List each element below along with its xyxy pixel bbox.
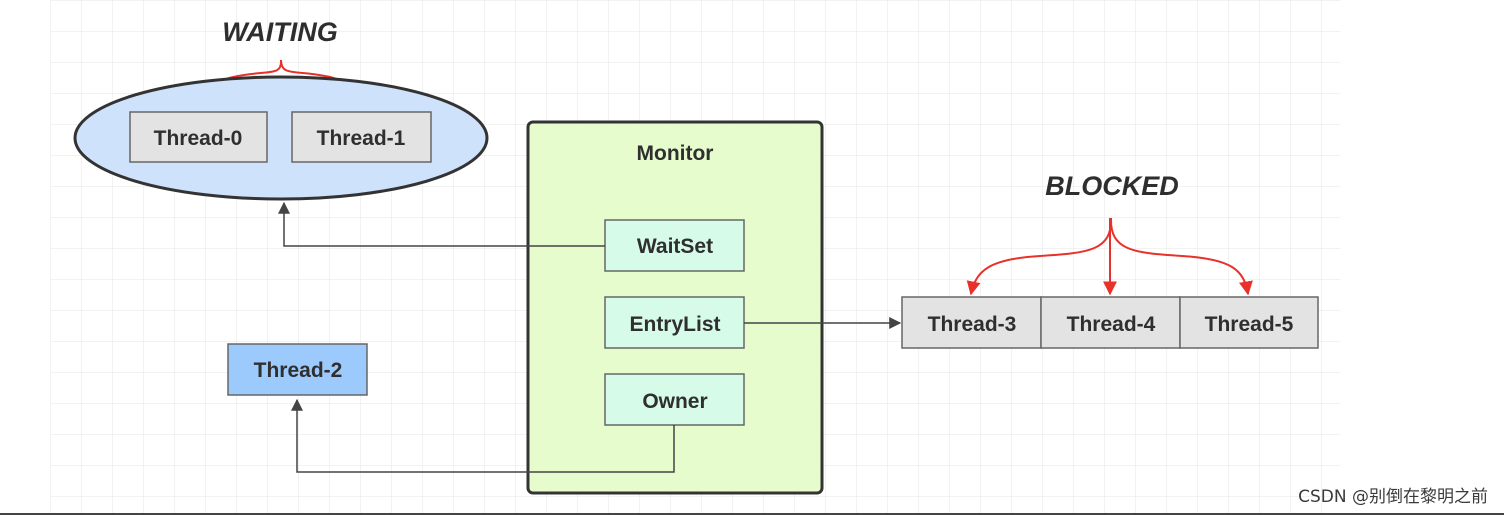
owner-slot: Owner [604, 373, 745, 426]
thread-2-label: Thread-2 [254, 359, 343, 382]
thread-1-box: Thread-1 [291, 111, 432, 163]
thread-5-box: Thread-5 [1179, 296, 1319, 349]
thread-1-label: Thread-1 [317, 127, 406, 150]
owner-to-thread-2-arrow [291, 398, 675, 473]
wait-set-slot: WaitSet [604, 219, 745, 272]
thread-3-box: Thread-3 [901, 296, 1042, 349]
blocked-label: BLOCKED [1045, 171, 1179, 201]
waiting-label: WAITING [222, 17, 338, 47]
entry-list-slot: EntryList [604, 296, 745, 349]
thread-3-label: Thread-3 [928, 313, 1017, 336]
bottom-divider [0, 513, 1504, 515]
blocked-arrows [966, 217, 1253, 296]
wait-set-ellipse [73, 75, 489, 201]
monitor-label: Monitor [637, 142, 714, 165]
thread-4-box: Thread-4 [1040, 296, 1181, 349]
owner-label: Owner [642, 390, 707, 413]
wait-set-label: WaitSet [637, 235, 713, 258]
thread-4-label: Thread-4 [1067, 313, 1156, 336]
thread-0-label: Thread-0 [154, 127, 243, 150]
thread-0-box: Thread-0 [129, 111, 268, 163]
waitset-to-waiting-arrow [278, 201, 605, 247]
thread-2-box: Thread-2 [227, 343, 368, 396]
entry-list-label: EntryList [629, 313, 720, 336]
watermark-text: CSDN @别倒在黎明之前 [1298, 487, 1488, 507]
thread-5-label: Thread-5 [1205, 313, 1294, 336]
